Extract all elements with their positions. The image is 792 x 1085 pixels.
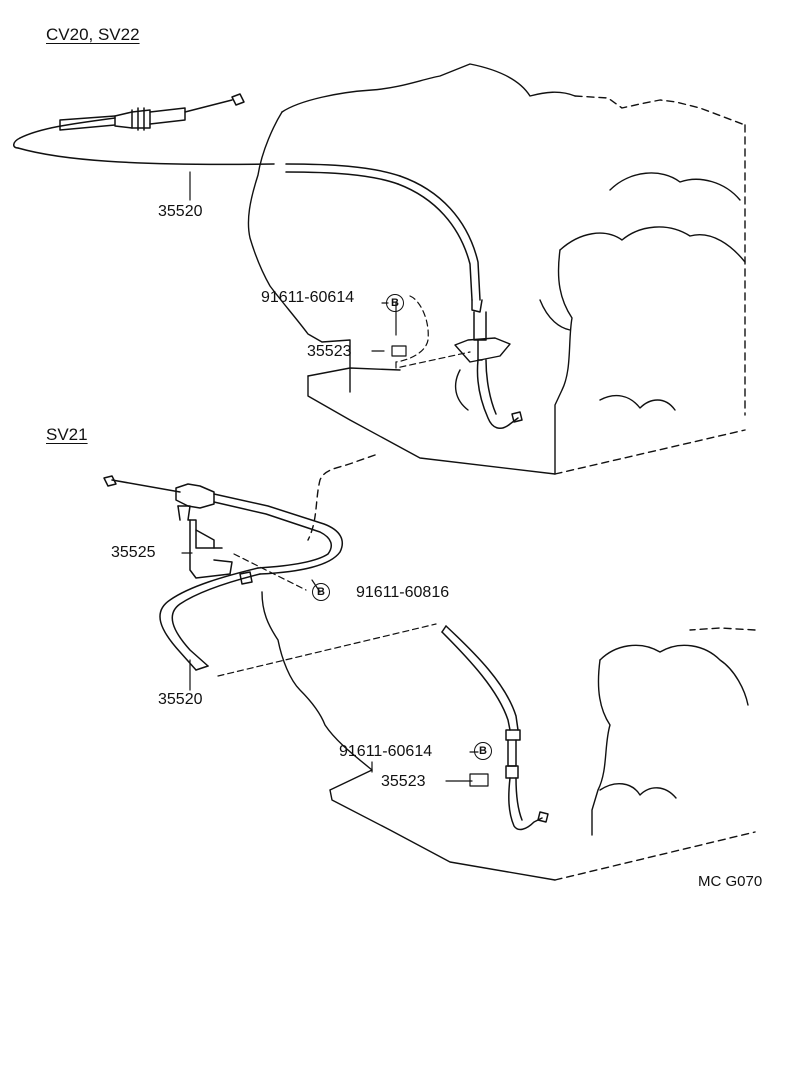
section-title-sv21: SV21 bbox=[46, 425, 88, 444]
part-number-bracket-bolt: 91611-60816 bbox=[356, 584, 450, 601]
part-number-grommet-top: 35523 bbox=[307, 343, 352, 360]
bolt-badge-bottom: B bbox=[474, 742, 492, 760]
top-cable-35520 bbox=[13, 93, 523, 429]
part-number-bolt-bottom: 91611-60614 bbox=[339, 743, 433, 760]
part-number-bracket: 35525 bbox=[111, 544, 156, 561]
bottom-transmission-housing bbox=[261, 454, 756, 881]
part-number-bolt-top: 91611-60614 bbox=[261, 289, 355, 306]
bottom-cable-35520 bbox=[103, 475, 344, 671]
top-leaders bbox=[189, 171, 471, 369]
part-number-cable-top: 35520 bbox=[158, 203, 203, 220]
part-number-cable-bottom: 35520 bbox=[158, 691, 203, 708]
figure-code: MC G070 bbox=[698, 873, 763, 890]
bottom-lower-cable bbox=[441, 625, 549, 831]
bracket-bolt-badge: B bbox=[312, 583, 330, 601]
section-title-cv20-sv22: CV20, SV22 bbox=[46, 25, 140, 44]
top-transmission-housing bbox=[247, 63, 746, 475]
part-number-grommet-bottom: 35523 bbox=[381, 773, 426, 790]
bolt-badge-top: B bbox=[386, 294, 404, 312]
